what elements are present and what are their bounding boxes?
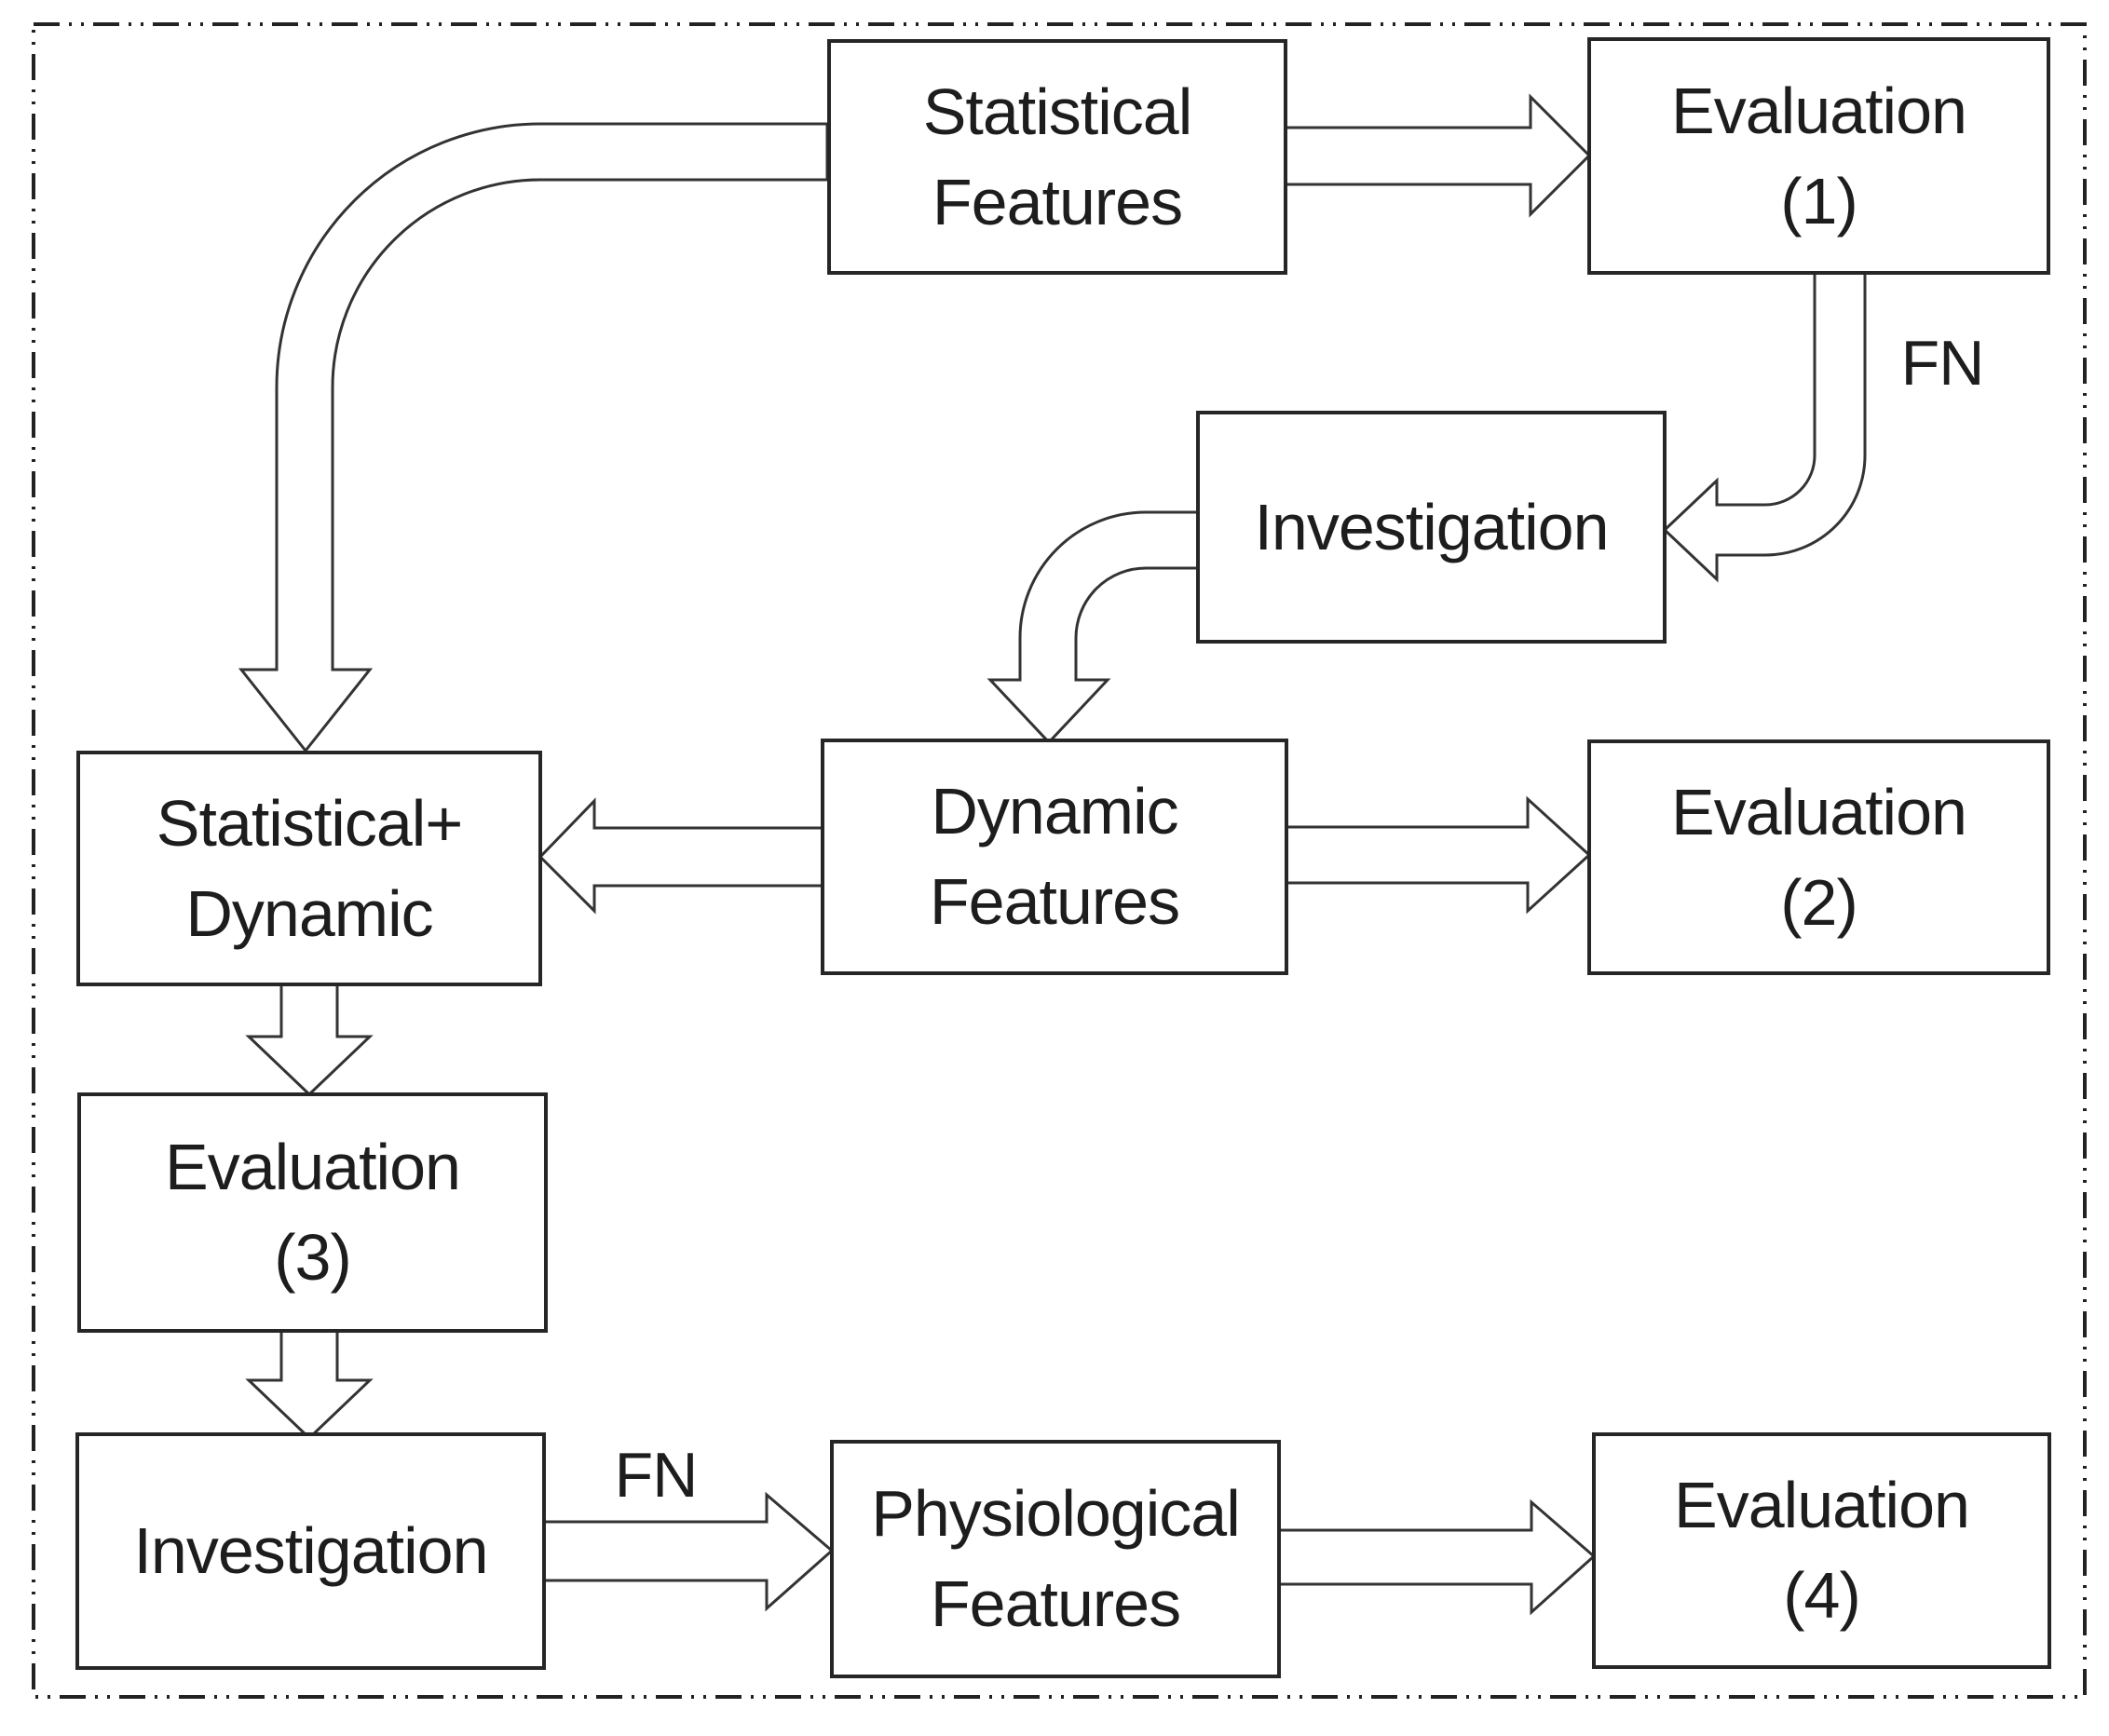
node-label: Investigation xyxy=(1254,490,1609,563)
arrow-investigation-bottom-to-physiological-features xyxy=(540,1491,835,1612)
node-dynamic-features: Dynamic Features xyxy=(821,739,1288,975)
node-label: Features xyxy=(929,865,1180,938)
arrow-evaluation-3-to-investigation-bottom xyxy=(245,1327,374,1441)
node-evaluation-2: Evaluation (2) xyxy=(1587,739,2050,975)
node-label: (4) xyxy=(1783,1559,1861,1632)
node-investigation-bottom: Investigation xyxy=(75,1432,546,1670)
arrow-investigation-top-to-dynamic-features xyxy=(986,510,1202,745)
edge-label-fn-top: FN xyxy=(1900,328,1985,399)
node-label: Dynamic xyxy=(185,876,433,950)
node-label: (3) xyxy=(274,1221,352,1294)
arrow-evaluation-1-to-investigation-top xyxy=(1662,269,1867,583)
node-evaluation-1: Evaluation (1) xyxy=(1587,37,2050,275)
node-label: Dynamic xyxy=(931,775,1178,848)
arrow-dynamic-features-to-statistical-dynamic xyxy=(537,797,826,915)
node-physiological-features: Physiological Features xyxy=(830,1440,1281,1678)
node-label: Evaluation xyxy=(1671,775,1967,848)
node-statistical-dynamic: Statistical+ Dynamic xyxy=(76,751,542,986)
node-evaluation-4: Evaluation (4) xyxy=(1592,1432,2051,1669)
node-statistical-features: Statistical Features xyxy=(827,39,1287,275)
arrow-statistical-dynamic-to-evaluation-3 xyxy=(245,981,374,1097)
edge-label-fn-bottom: FN xyxy=(614,1440,699,1511)
node-label: Investigation xyxy=(133,1514,488,1587)
node-label: Physiological xyxy=(871,1477,1241,1550)
node-label: Evaluation xyxy=(165,1131,461,1203)
node-evaluation-3: Evaluation (3) xyxy=(77,1092,548,1333)
arrow-dynamic-features-to-evaluation-2 xyxy=(1283,795,1592,915)
node-label: Features xyxy=(932,165,1183,238)
node-label: Statistical xyxy=(922,75,1193,148)
node-label: (1) xyxy=(1780,164,1858,237)
diagram-frame xyxy=(32,22,2087,1699)
node-label: (2) xyxy=(1780,865,1858,939)
node-label: Features xyxy=(930,1567,1181,1640)
arrow-statistical-features-to-evaluation-1 xyxy=(1282,93,1592,218)
node-label: Evaluation xyxy=(1674,1469,1970,1541)
node-label: Evaluation xyxy=(1671,74,1967,147)
arrow-statistical-features-to-statistical-dynamic xyxy=(238,122,829,753)
node-investigation-top: Investigation xyxy=(1196,411,1667,644)
node-label: Statistical+ xyxy=(156,786,463,860)
arrow-physiological-features-to-evaluation-4 xyxy=(1275,1499,1597,1616)
